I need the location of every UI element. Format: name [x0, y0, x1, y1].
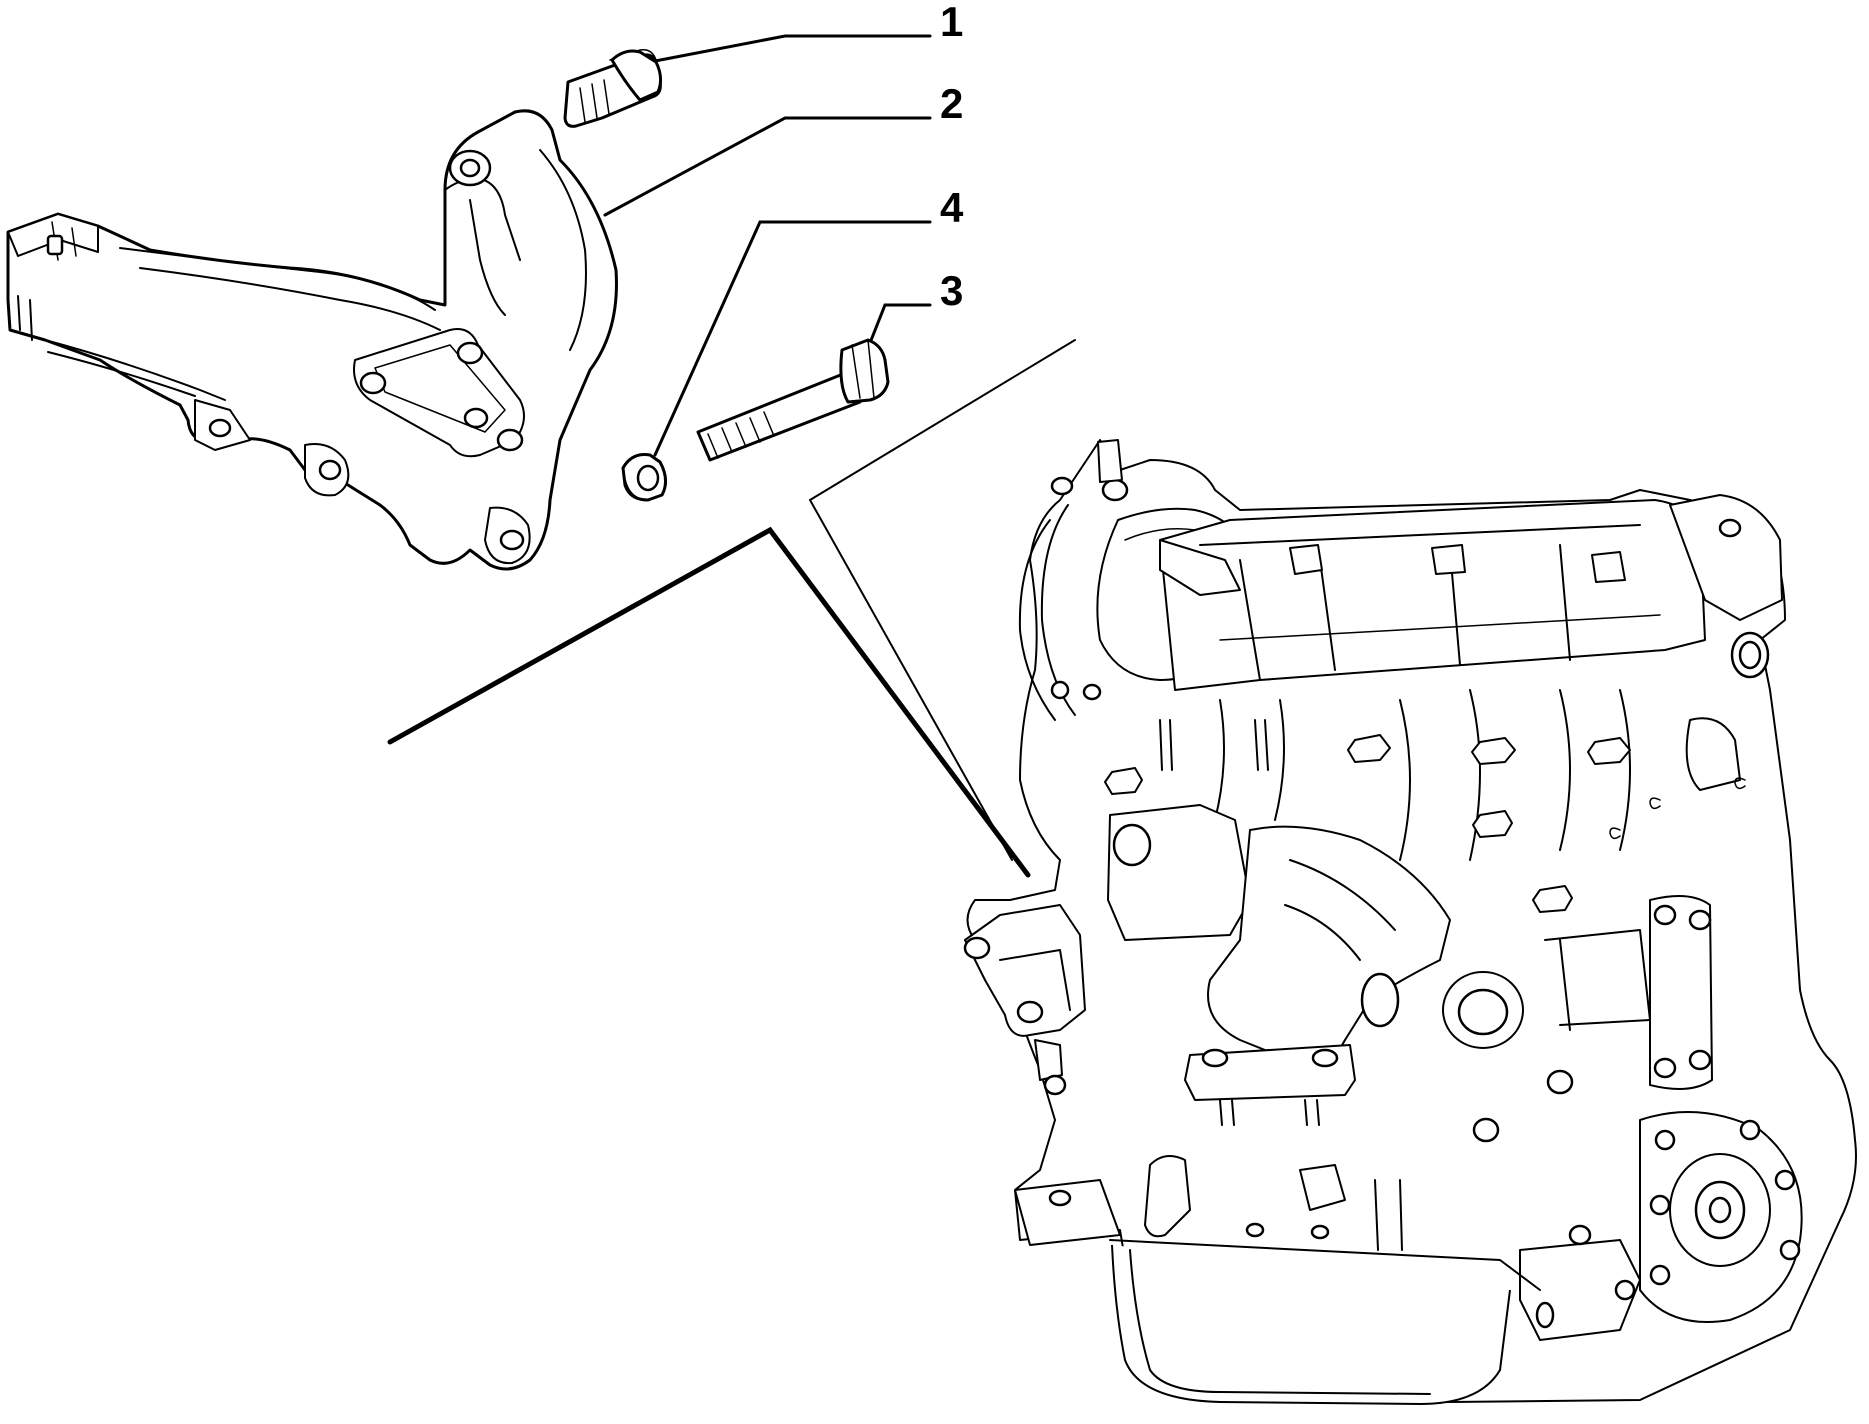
head-bolts [1104, 734, 1631, 913]
callout-1: 1 [940, 0, 963, 45]
assembly-indicator-lines [387, 339, 1076, 878]
leader-3 [866, 303, 932, 350]
callout-3: 3 [940, 267, 963, 314]
leader-4 [653, 220, 932, 457]
part-2-bracket [6, 109, 618, 571]
indicator-thin [809, 339, 1076, 861]
callout-4: 4 [940, 184, 964, 231]
indicator-heavy [387, 526, 1031, 878]
leader-1 [648, 34, 932, 64]
callout-leaders [603, 34, 932, 457]
part-4-washer [621, 453, 667, 502]
callout-2: 2 [940, 80, 963, 127]
engine-block [963, 439, 1857, 1405]
part-1-screw [563, 48, 663, 128]
leader-2 [603, 116, 932, 217]
part-3-long-bolt [696, 338, 890, 462]
